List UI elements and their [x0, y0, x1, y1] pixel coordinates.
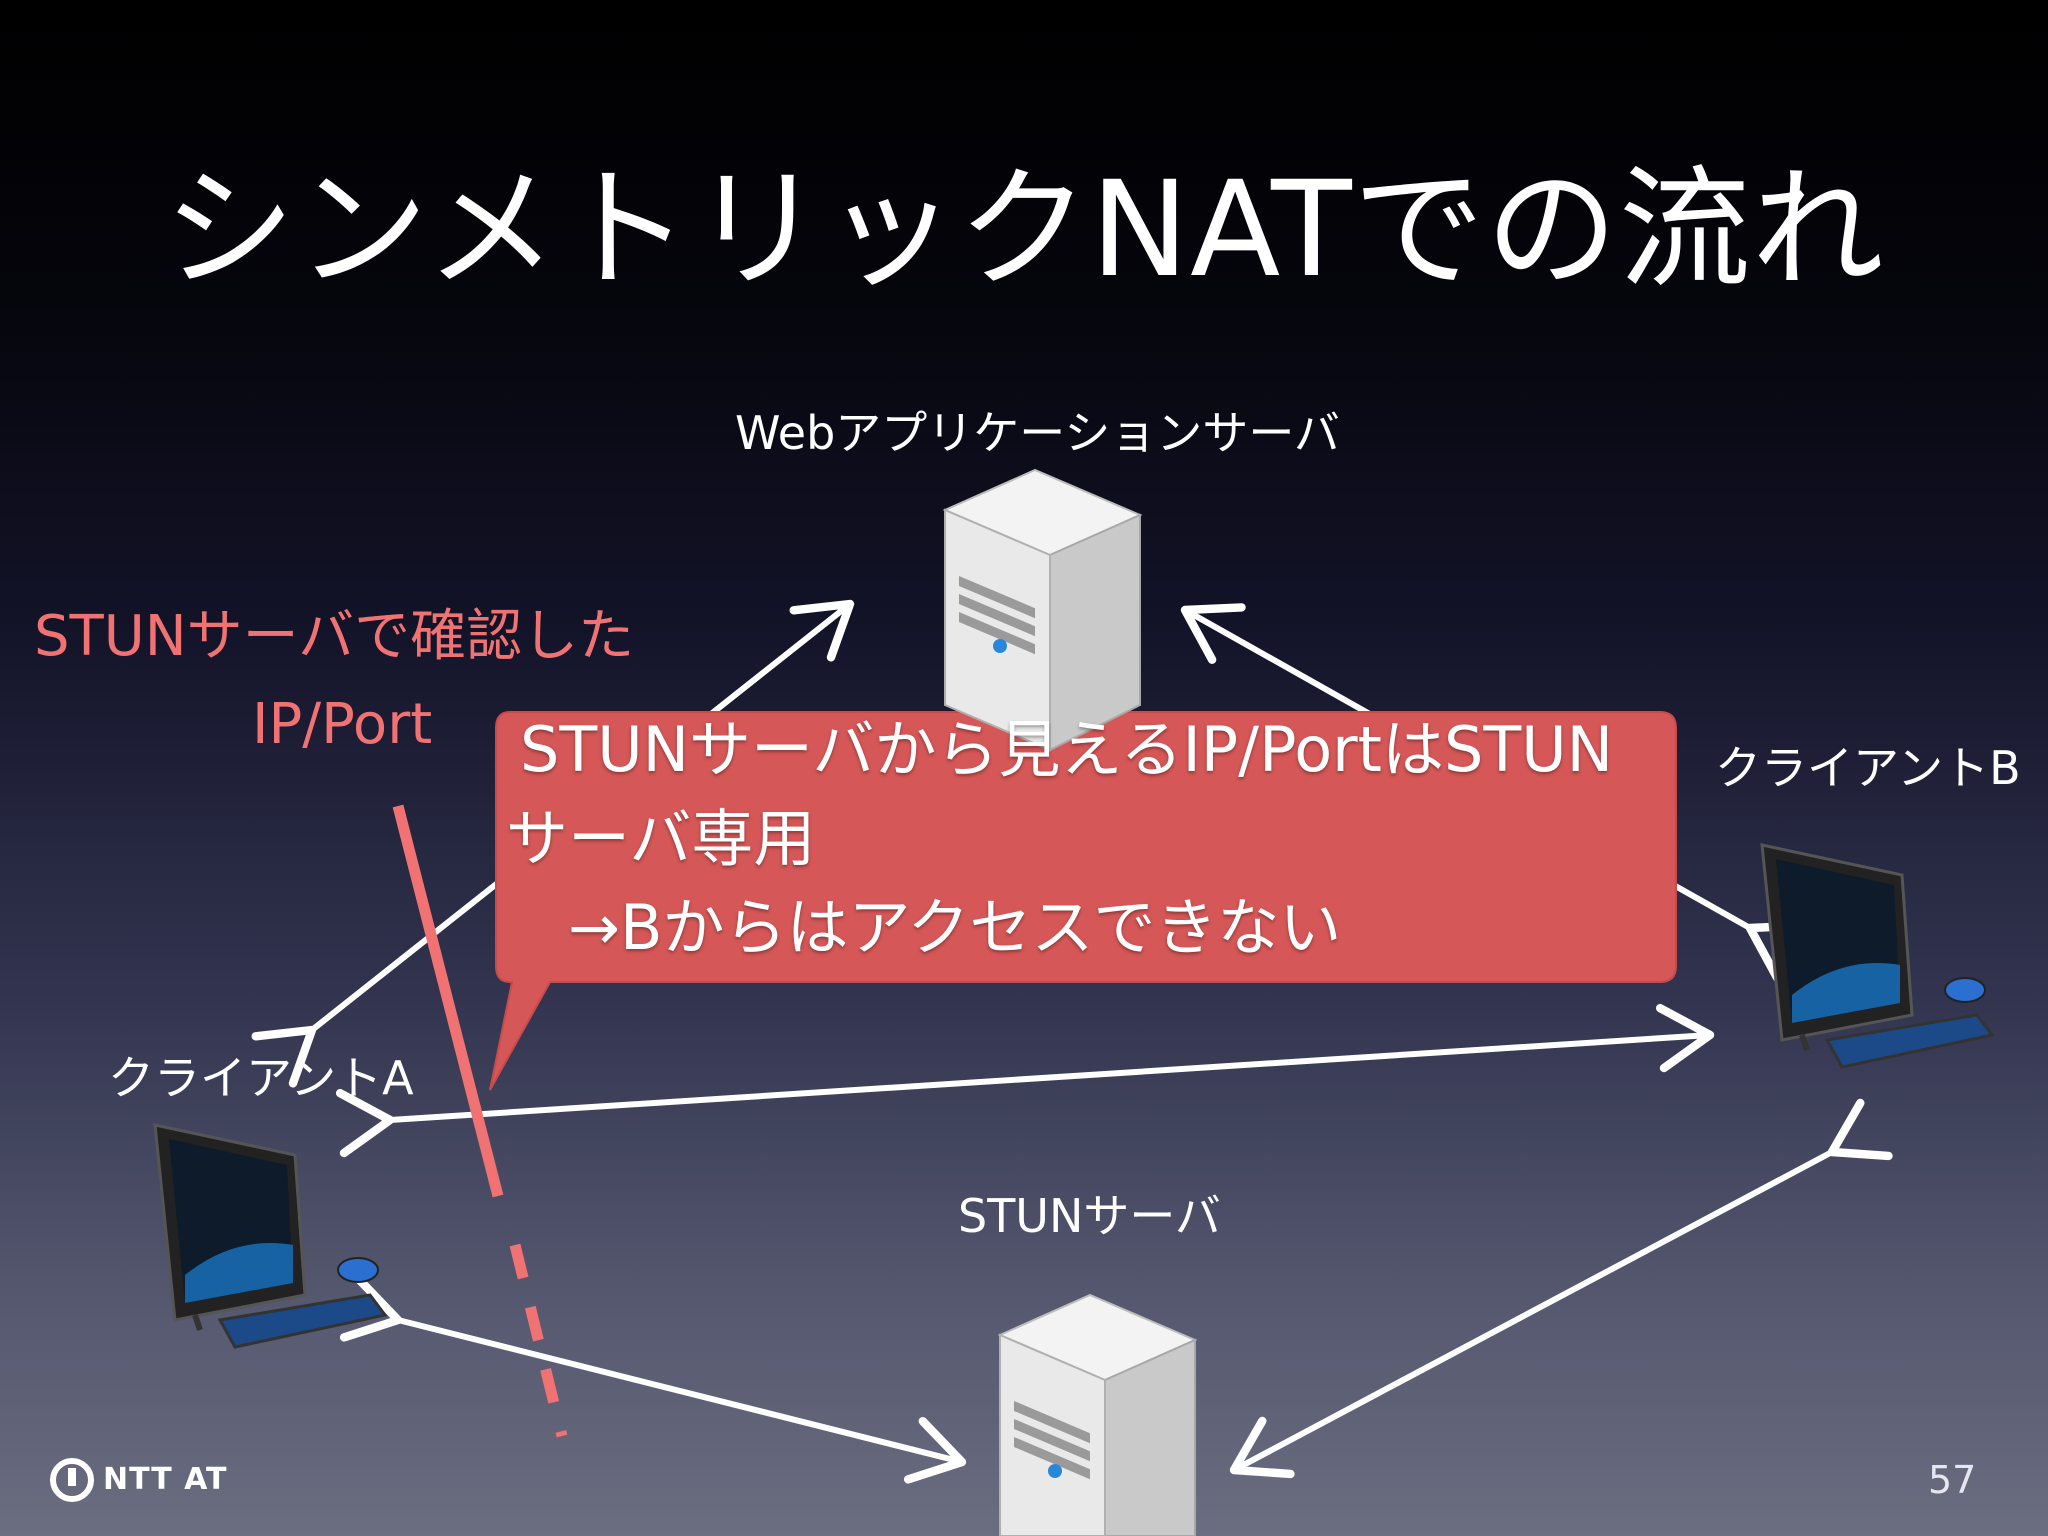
client-a-label: クライアントA — [108, 1051, 414, 1105]
web-server-label: Webアプリケーションサーバ — [735, 406, 1340, 460]
nat-boundary-line — [392, 804, 504, 1198]
arrow-client-a-stun — [339, 1274, 967, 1484]
nat-boundary-dashed — [509, 1243, 568, 1438]
slide-title: シンメトリックNATでの流れ — [163, 153, 1885, 307]
client-a-computer-icon — [153, 1123, 388, 1349]
callout-line-3: →Bからはアクセスできない — [568, 891, 1342, 964]
logo-text: NTT AT — [103, 1462, 228, 1497]
arrow-client-a-client-b — [335, 1003, 1715, 1158]
stun-server-icon — [997, 1293, 1198, 1536]
client-b-label: クライアントB — [1715, 741, 2021, 795]
ntt-logo-icon — [50, 1458, 94, 1502]
callout-line-2: サーバ専用 — [506, 802, 816, 875]
web-server-icon — [942, 468, 1143, 752]
annotation-line-2: IP/Port — [252, 692, 433, 757]
stun-server-label: STUNサーバ — [958, 1189, 1221, 1243]
page-number: 57 — [1928, 1458, 1977, 1502]
annotation-line-1: STUNサーバで確認した — [34, 604, 635, 669]
client-b-computer-icon — [1760, 843, 1995, 1069]
callout-bubble — [489, 711, 1677, 1091]
callout-line-1: STUNサーバから見えるIP/PortはSTUN — [520, 713, 1613, 786]
arrow-client-b-stun — [1229, 1098, 1893, 1479]
